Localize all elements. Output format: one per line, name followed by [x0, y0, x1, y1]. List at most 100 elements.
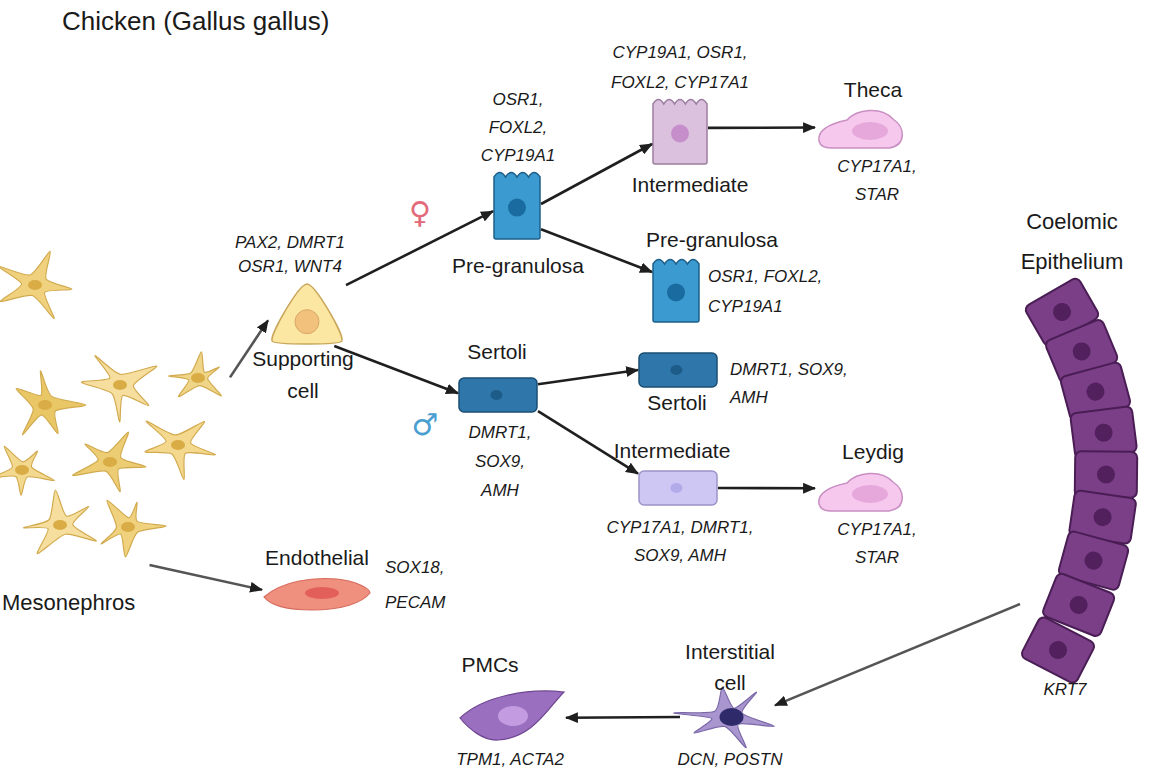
cell-label: Pre-granulosa: [418, 251, 618, 281]
cell-illustration: [262, 575, 372, 612]
cell-nucleus: [852, 122, 888, 140]
cell-body: [653, 100, 707, 165]
arrow-connector: [334, 346, 458, 393]
cell-label: Endothelial: [257, 543, 377, 573]
cell-nucleus: [720, 708, 744, 726]
arrow-connector: [718, 487, 815, 490]
cell-illustration: [652, 255, 700, 323]
arrow-connector: [708, 126, 815, 129]
cell-illustration: [458, 377, 538, 413]
cell-body: [264, 579, 370, 610]
epithelial-cell: [1020, 615, 1096, 684]
cell-nucleus: [38, 400, 52, 410]
cell-body: [494, 173, 540, 240]
cell-label: Intermediate: [590, 170, 790, 200]
cell-node: Interstitial cellDCN, POSTN: [680, 688, 775, 746]
cell-body: [639, 353, 717, 387]
cell-body: [819, 110, 902, 148]
mesenchymal-cell: [16, 371, 86, 435]
cell-nucleus: [670, 365, 682, 375]
cell-body: [639, 471, 717, 505]
cell-node: CYP19A1, OSR1, FOXL2, CYP17A1Intermediat…: [652, 95, 708, 165]
cell-label: Theca: [813, 75, 933, 105]
cell-illustration: [680, 688, 775, 746]
arrow-connector: [346, 211, 493, 285]
cell-nucleus: [1070, 340, 1094, 364]
cell-illustration: [0, 230, 230, 565]
cell-illustration: [493, 168, 541, 240]
cell-nucleus: [121, 522, 135, 532]
cell-node: PMCsTPM1, ACTA2: [458, 688, 566, 742]
cell-nucleus: [113, 380, 127, 390]
sex-symbol: ♂: [405, 408, 445, 442]
cell-label: Pre-granulosa: [612, 225, 812, 255]
cell-nucleus: [670, 483, 682, 493]
cell-illustration: [815, 468, 907, 513]
cell-nucleus: [490, 390, 502, 400]
mesenchymal-cell: [145, 421, 215, 479]
cell-nucleus: [1092, 507, 1112, 527]
arrow-connector: [541, 144, 652, 204]
mesenchymal-cell: [81, 356, 156, 422]
cell-nucleus: [1084, 381, 1106, 403]
cell-label: Mesonephros: [2, 588, 222, 618]
cell-node: Mesonephros: [0, 230, 230, 565]
cell-illustration: [638, 352, 718, 388]
cell-node: EndothelialSOX18, PECAM: [262, 575, 372, 612]
gene-list: CYP19A1, OSR1, FOXL2, CYP17A1: [590, 38, 770, 98]
cell-label: Sertoli: [447, 337, 547, 367]
cell-node: LeydigCYP17A1, STAR: [815, 468, 907, 513]
cell-illustration: [638, 470, 718, 506]
cell-label: Supporting cell: [243, 343, 363, 407]
cell-body: [819, 473, 902, 511]
cell-node: OSR1, FOXL2, CYP19A1Pre-granulosa: [493, 168, 541, 240]
cell-label: Interstitial cell: [675, 636, 785, 698]
cell-nucleus: [1050, 300, 1075, 325]
cell-illustration: [815, 105, 907, 150]
sex-symbol: ♀: [400, 196, 440, 230]
mesenchymal-cell: [0, 446, 54, 495]
cell-nucleus: [1094, 423, 1114, 443]
cell-label: Leydig: [813, 437, 933, 467]
cell-label: PMCs: [440, 650, 540, 680]
cell-label: Intermediate: [592, 436, 752, 466]
cell-nucleus: [305, 587, 339, 599]
arrow-connector: [566, 716, 680, 719]
cell-nucleus: [1082, 550, 1104, 572]
cell-nucleus: [295, 310, 319, 334]
cell-illustration: [268, 282, 346, 346]
gene-list: DCN, POSTN: [660, 746, 800, 774]
cell-body: [653, 260, 699, 323]
cell-nucleus: [508, 199, 526, 217]
arrow-connector: [538, 411, 638, 473]
cell-node: SertoliDMRT1, SOX9, AMH: [458, 377, 538, 413]
cell-node: Coelomic EpitheliumKRT7: [1020, 280, 1155, 685]
cell-body: [1020, 615, 1096, 684]
cell-nucleus: [498, 706, 528, 726]
cell-illustration: [1020, 280, 1155, 685]
cell-nucleus: [53, 520, 67, 530]
arrow-connector: [150, 565, 263, 590]
gene-list: DMRT1, SOX9, AMH: [463, 418, 538, 505]
cell-nucleus: [1067, 593, 1090, 616]
mesenchymal-cell: [101, 500, 166, 557]
gene-list: CYP17A1, DMRT1, SOX9, AMH: [595, 514, 765, 570]
arrow-connector: [541, 229, 652, 272]
cell-node: DMRT1, SOX9, AMHSertoli: [638, 352, 718, 388]
cell-nucleus: [191, 373, 205, 383]
cell-nucleus: [852, 485, 888, 503]
cell-body: [459, 378, 537, 412]
cell-nucleus: [667, 283, 685, 301]
mesenchymal-cell: [23, 490, 96, 554]
mesenchymal-cell: [169, 352, 222, 397]
cell-label: Sertoli: [627, 388, 727, 418]
gene-list: CYP17A1, STAR: [827, 516, 927, 572]
gene-list: KRT7: [1025, 676, 1105, 704]
diagram-title: Chicken (Gallus gallus): [62, 6, 329, 37]
gene-list: SOX18, PECAM: [385, 550, 465, 620]
cell-body: [272, 284, 342, 344]
cell-body: [673, 688, 774, 748]
cell-node: ThecaCYP17A1, STAR: [815, 105, 907, 150]
arrow-connector: [230, 320, 268, 377]
